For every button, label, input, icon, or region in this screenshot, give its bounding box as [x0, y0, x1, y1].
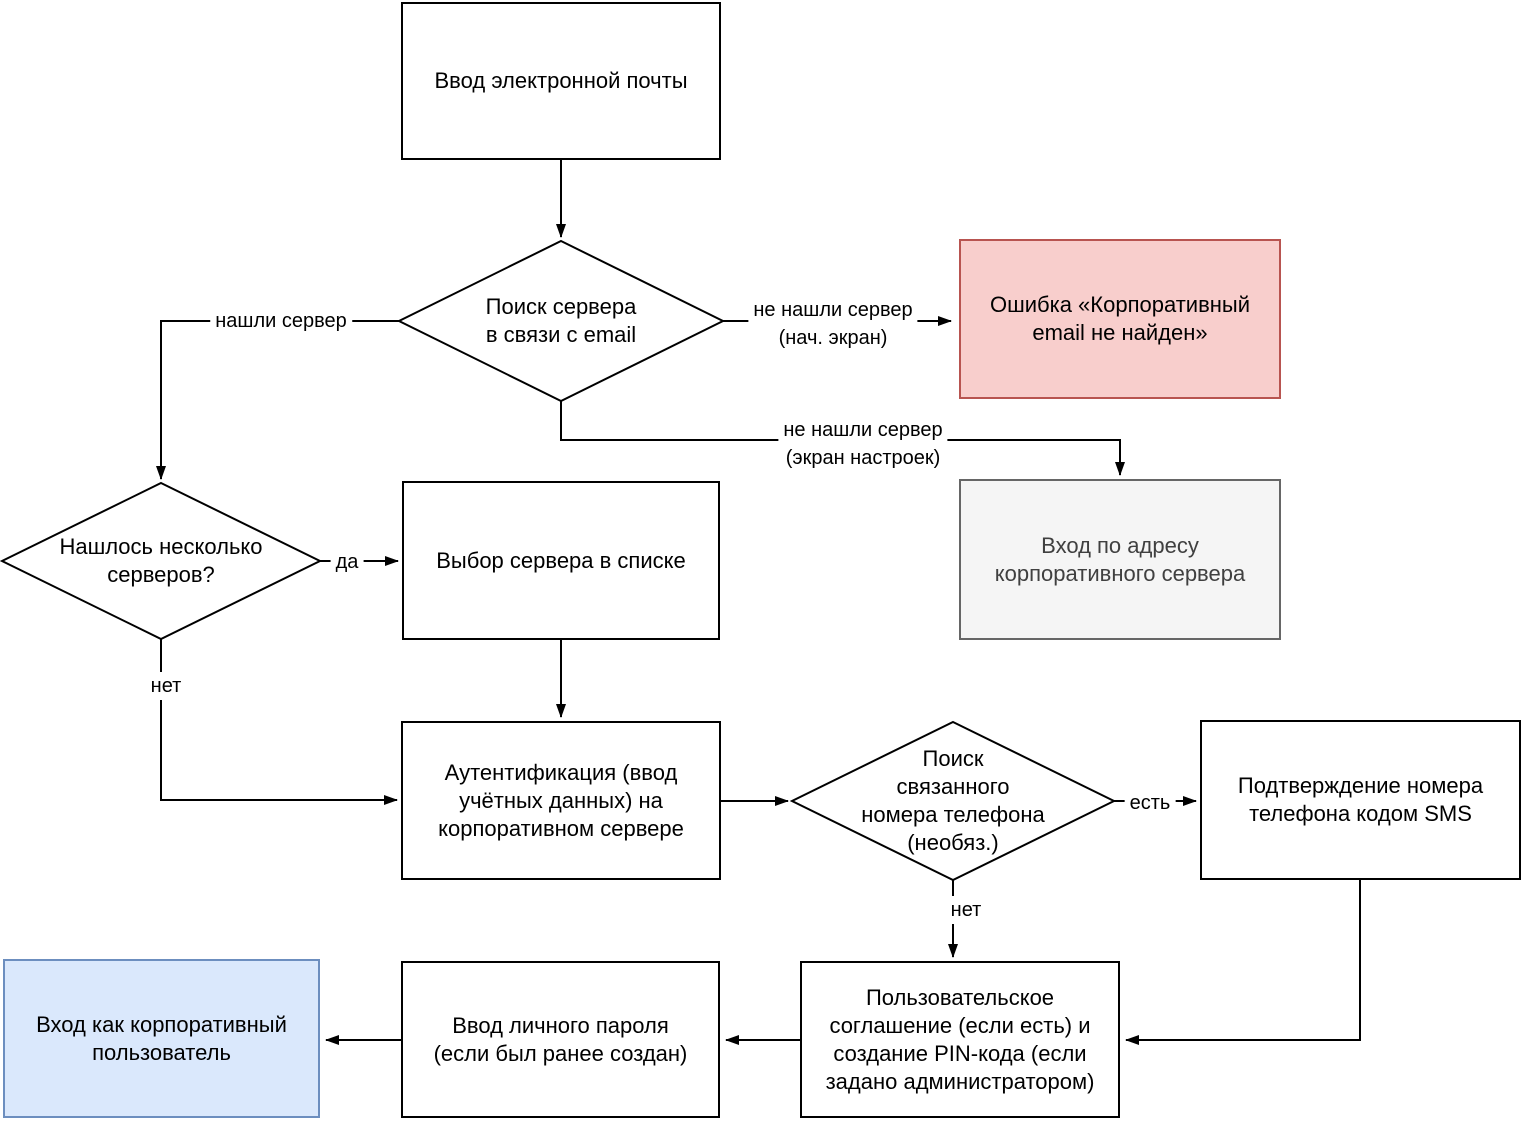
diamond-phone-search-shape — [789, 720, 1117, 882]
edge-multiple-to-auth — [160, 639, 398, 805]
edge-label-not-found-settings: не нашли сервер (экран настроек) — [778, 416, 948, 472]
node-password-entry: Ввод личного пароля (если был ранее созд… — [401, 961, 720, 1118]
node-error-email-not-found: Ошибка «Корпоративный email не найден» — [959, 239, 1281, 399]
edge-label-no-servers: нет — [145, 672, 187, 700]
edge-label-has-phone: есть — [1124, 789, 1176, 817]
node-multiple-servers-decision: Нашлось несколько серверов? — [59, 534, 263, 587]
node-authentication: Аутентификация (ввод учётных данных) на … — [401, 721, 721, 880]
edge-label-no-phone: нет — [945, 896, 987, 924]
node-email-input: Ввод электронной почты — [401, 2, 721, 160]
node-server-search-decision: Поиск сервера в связи с email — [485, 294, 637, 347]
node-phone-search-decision: Поиск связанного номера телефона (необяз… — [861, 746, 1045, 855]
diamond-server-search-shape — [396, 239, 726, 403]
node-agreement-pin: Пользовательское соглашение (если есть) … — [800, 961, 1120, 1118]
edge-label-yes: да — [330, 548, 364, 576]
node-select-server: Выбор сервера в списке — [402, 481, 720, 640]
edge-label-found-server: нашли сервер — [210, 307, 352, 335]
diamond-multiple-servers-shape — [0, 481, 323, 641]
node-sms-confirmation: Подтверждение номера телефона кодом SMS — [1200, 720, 1521, 880]
edge-label-not-found-start: не нашли сервер (нач. экран) — [748, 296, 918, 352]
edge-search-to-multiple — [156, 320, 399, 480]
node-corporate-login: Вход как корпоративный пользователь — [3, 959, 320, 1118]
edge-sms-to-agreement — [1125, 880, 1361, 1045]
node-server-address-login: Вход по адресу корпоративного сервера — [959, 479, 1281, 640]
